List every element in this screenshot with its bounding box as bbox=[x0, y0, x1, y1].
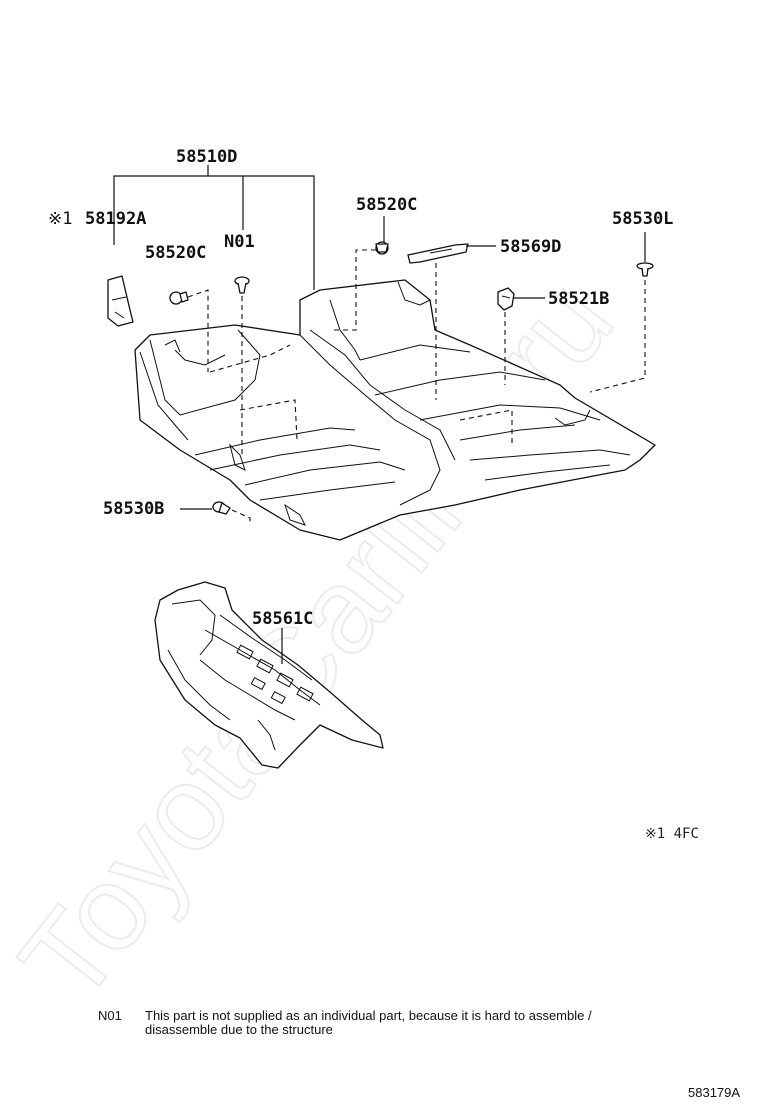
dashed-guide-front bbox=[209, 344, 291, 373]
label-58510D: 58510D bbox=[176, 147, 237, 167]
clip-58520C-left bbox=[169, 289, 209, 372]
legend-marker-4FC: ※1 4FC bbox=[645, 826, 699, 842]
dashed-guide-center bbox=[239, 399, 298, 441]
clip-58530B bbox=[180, 501, 251, 525]
footnote-code: N01 bbox=[98, 1008, 122, 1023]
bracket-58510D bbox=[113, 165, 315, 290]
hook-58521B bbox=[497, 287, 545, 385]
footnote-line-1: This part is not supplied as an individu… bbox=[145, 1008, 592, 1023]
label-58530B: 58530B bbox=[103, 499, 164, 519]
label-N01: N01 bbox=[224, 232, 255, 252]
clip-58530L bbox=[589, 232, 654, 393]
clip-N01 bbox=[234, 276, 250, 455]
left-footwell bbox=[149, 329, 261, 416]
floor-carpet-assembly bbox=[134, 279, 656, 541]
center-tunnel bbox=[299, 334, 441, 506]
label-58521B: 58521B bbox=[548, 289, 609, 309]
label-58569D: 58569D bbox=[500, 237, 561, 257]
label-58561C: 58561C bbox=[252, 609, 313, 629]
label-58520C-left: 58520C bbox=[145, 243, 206, 263]
label-58192A: 58192A bbox=[85, 209, 146, 229]
label-58530L: 58530L bbox=[612, 209, 673, 229]
clip-58520C-top bbox=[330, 216, 389, 331]
footnote-line-2: disassemble due to the structure bbox=[145, 1022, 333, 1037]
label-58520C-top: 58520C bbox=[356, 195, 417, 215]
dashed-guide-rear bbox=[459, 409, 513, 445]
silencer-58561C bbox=[154, 581, 384, 769]
strip-58569D bbox=[407, 243, 496, 400]
label-marker-1: ※1 bbox=[48, 209, 72, 229]
pad-58192A bbox=[107, 275, 134, 327]
diagram-id: 583179A bbox=[688, 1085, 740, 1100]
